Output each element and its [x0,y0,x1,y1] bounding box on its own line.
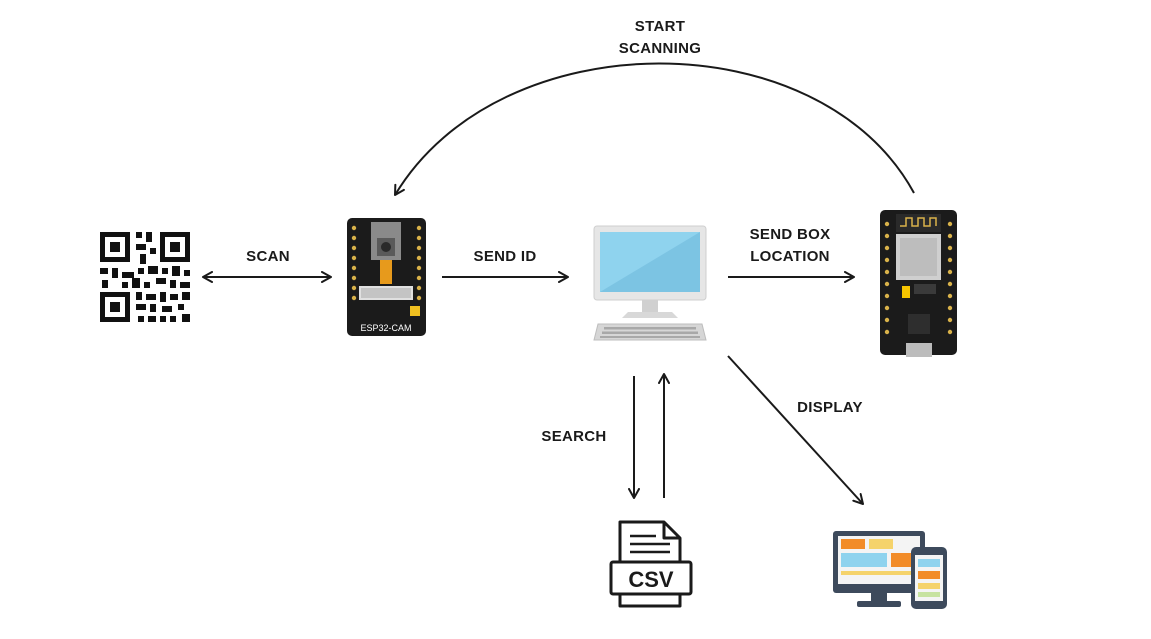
search-label: SEARCH [541,428,607,445]
start-scanning-arrow [394,62,915,196]
send-id-label: SEND ID [473,248,537,265]
send-box-location-label: SEND BOX LOCATION [735,224,845,268]
send-box-line1: SEND BOX [749,226,831,243]
csv-label: CSV [628,567,674,592]
desktop-computer-icon [593,225,707,341]
qr-code-icon [100,232,190,322]
display-label: DISPLAY [797,399,863,416]
display-arrow [727,355,864,505]
start-scanning-line2: SCANNING [618,40,702,57]
send-box-line2: LOCATION [750,248,830,265]
scan-label: SCAN [246,248,290,265]
esp32-cam-icon: ESP32-CAM [347,218,426,336]
nodemcu-board-icon [880,210,957,357]
start-scanning-label: START SCANNING [606,16,714,60]
csv-file-icon: CSV [609,520,693,608]
responsive-display-icon [833,531,947,609]
start-scanning-line1: START [634,18,686,35]
camera-board-label: ESP32-CAM [360,323,411,333]
